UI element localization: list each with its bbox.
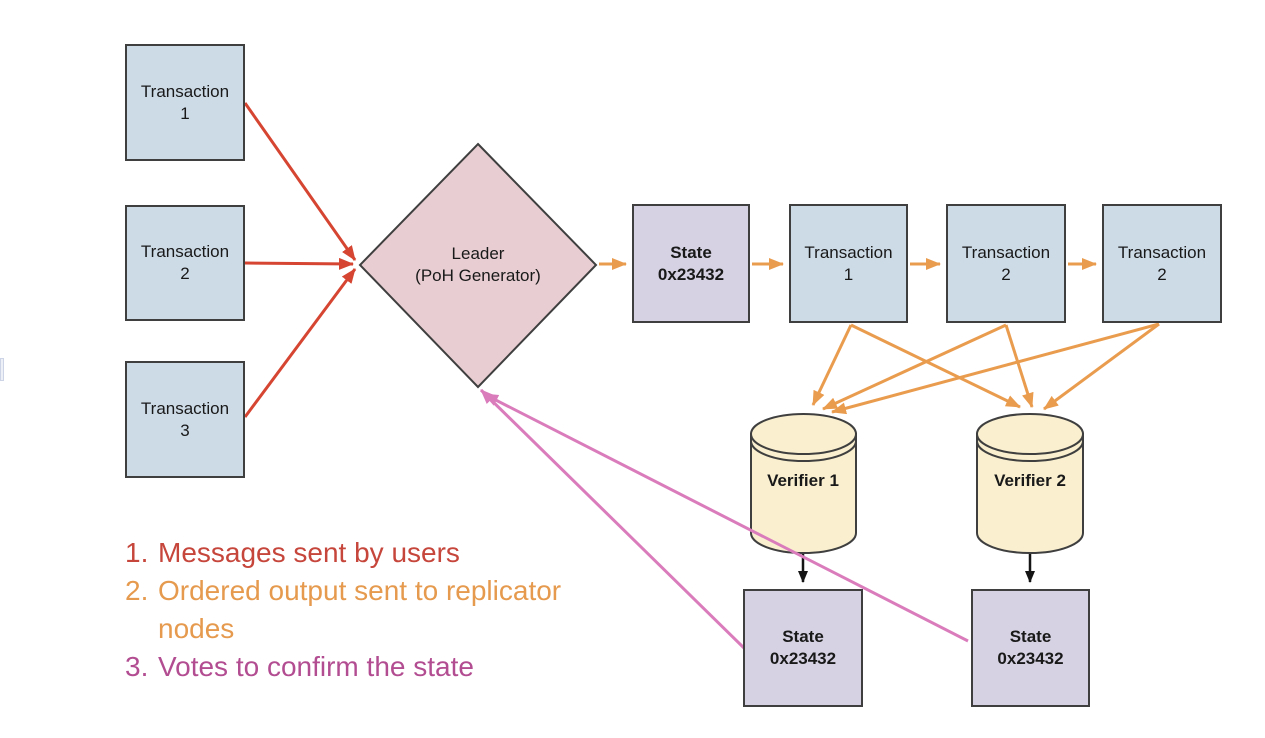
node-label: (PoH Generator) (415, 266, 541, 285)
node-leader-state: State 0x23432 (632, 204, 750, 323)
node-label: Verifier 1 (767, 471, 839, 490)
edge-artifact (0, 358, 4, 381)
arrow-state2-vote-to-leader (483, 392, 969, 643)
node-ordered-transaction-1: Transaction 1 (789, 204, 908, 323)
leader-diamond-shape (358, 142, 598, 389)
verifier-1-cylinder-top (750, 413, 857, 455)
node-label: Transaction (140, 398, 230, 418)
verifier-1-cylinder (750, 413, 857, 554)
legend-item-number: 1. (125, 537, 149, 568)
verifier-2-cylinder-top (976, 413, 1084, 455)
node-label: 0x23432 (657, 264, 725, 284)
node-user-transaction-2: Transaction 2 (125, 205, 245, 321)
arrow-tx2b-to-verifier2 (1043, 322, 1160, 411)
node-label: Transaction (140, 81, 230, 101)
node-label: Transaction (140, 242, 230, 261)
node-label: 2 (1001, 264, 1011, 284)
node-verifier-1-state: State 0x23432 (743, 589, 863, 707)
node-label: 2 (1157, 264, 1167, 284)
verifier-2-cylinder-body (976, 433, 1084, 554)
arrow-tx2-to-verifier2 (1004, 324, 1034, 408)
arrow-tx2-to-verifier1 (822, 323, 1007, 411)
node-label: 3 (180, 420, 190, 440)
node-label: 0x23432 (769, 649, 837, 668)
node-label: Transaction (1117, 242, 1207, 262)
node-label: State (782, 627, 824, 646)
node-label: State (670, 242, 712, 262)
legend-item-number: 3. (125, 651, 149, 682)
verifier-1-label: Verifier 1 (748, 470, 858, 492)
node-ordered-transaction-2: Transaction 2 (946, 204, 1066, 323)
legend-item-messages: 1. Messages sent by users (125, 534, 578, 572)
node-ordered-transaction-3: Transaction 2 (1102, 204, 1222, 323)
node-label: Transaction (804, 242, 893, 262)
node-label: Leader (451, 244, 505, 263)
legend: 1. Messages sent by users 2. Ordered out… (125, 534, 578, 686)
arrow-tx1-to-verifier2 (850, 323, 1021, 409)
node-label: 2 (180, 264, 190, 283)
legend-item-ordered-output: 2. Ordered output sent to replicator nod… (125, 572, 578, 648)
legend-item-text: Messages sent by users (158, 537, 460, 568)
verifier-2-label: Verifier 2 (975, 470, 1085, 492)
verifier-2-cylinder-rim (976, 440, 1084, 462)
node-label: 1 (843, 264, 854, 284)
arrow-user-tx1-to-leader (243, 102, 357, 261)
arrow-user-tx2-to-leader (244, 257, 354, 270)
node-label: Verifier 2 (994, 471, 1066, 490)
legend-item-number: 2. (125, 575, 149, 606)
leader-label: Leader (PoH Generator) (368, 243, 588, 287)
node-label: 0x23432 (997, 649, 1064, 668)
node-user-transaction-3: Transaction 3 (125, 361, 245, 478)
verifier-1-cylinder-rim (750, 440, 857, 462)
verifier-2-cylinder (976, 413, 1084, 554)
node-verifier-2-state: State 0x23432 (971, 589, 1090, 707)
node-label: 1 (180, 103, 190, 123)
legend-item-votes: 3. Votes to confirm the state (125, 648, 578, 686)
arrow-user-tx3-to-leader (243, 268, 357, 418)
arrow-tx1-to-verifier1 (811, 324, 853, 406)
node-label: State (1009, 627, 1052, 646)
node-user-transaction-1: Transaction 1 (125, 44, 245, 161)
arrow-tx2b-to-verifier1 (831, 322, 1160, 415)
verifier-1-cylinder-body (750, 433, 857, 554)
arrow-state1-vote-to-leader (479, 388, 746, 650)
node-label: Transaction (961, 242, 1051, 262)
legend-item-text: Votes to confirm the state (158, 651, 474, 682)
legend-item-text: Ordered output sent to replicator nodes (158, 575, 562, 644)
